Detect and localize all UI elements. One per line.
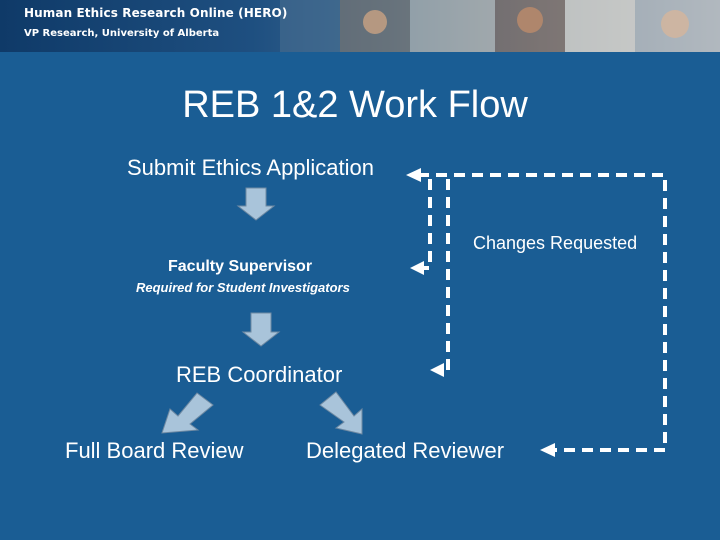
arrowhead-left-icon xyxy=(430,363,444,377)
full-board-review-node: Full Board Review xyxy=(65,438,244,464)
banner-subtitle: VP Research, University of Alberta xyxy=(24,28,219,39)
reb-coordinator-node: REB Coordinator xyxy=(176,362,342,388)
submit-application-node: Submit Ethics Application xyxy=(127,155,374,181)
diagonal-arrow-down-left-icon xyxy=(162,393,213,433)
dashed-loop-line xyxy=(418,175,665,450)
banner-photo-collage xyxy=(280,0,720,52)
down-arrow-icon xyxy=(243,313,279,346)
supervisor-note: Required for Student Investigators xyxy=(136,280,350,295)
arrowhead-left-icon xyxy=(406,168,421,182)
dashed-loop-line xyxy=(422,179,430,268)
changes-requested-label: Changes Requested xyxy=(473,233,637,254)
banner-title: Human Ethics Research Online (HERO) xyxy=(24,6,287,20)
faculty-supervisor-node: Faculty Supervisor xyxy=(168,258,312,276)
delegated-reviewer-node: Delegated Reviewer xyxy=(306,438,504,464)
slide-title: REB 1&2 Work Flow xyxy=(0,84,710,127)
header-banner: Human Ethics Research Online (HERO) VP R… xyxy=(0,0,720,52)
arrowhead-left-icon xyxy=(410,261,424,275)
diagonal-arrow-down-right-icon xyxy=(320,392,362,434)
down-arrow-icon xyxy=(238,188,274,220)
arrowhead-left-icon xyxy=(540,443,555,457)
dashed-loop-line xyxy=(440,179,448,370)
